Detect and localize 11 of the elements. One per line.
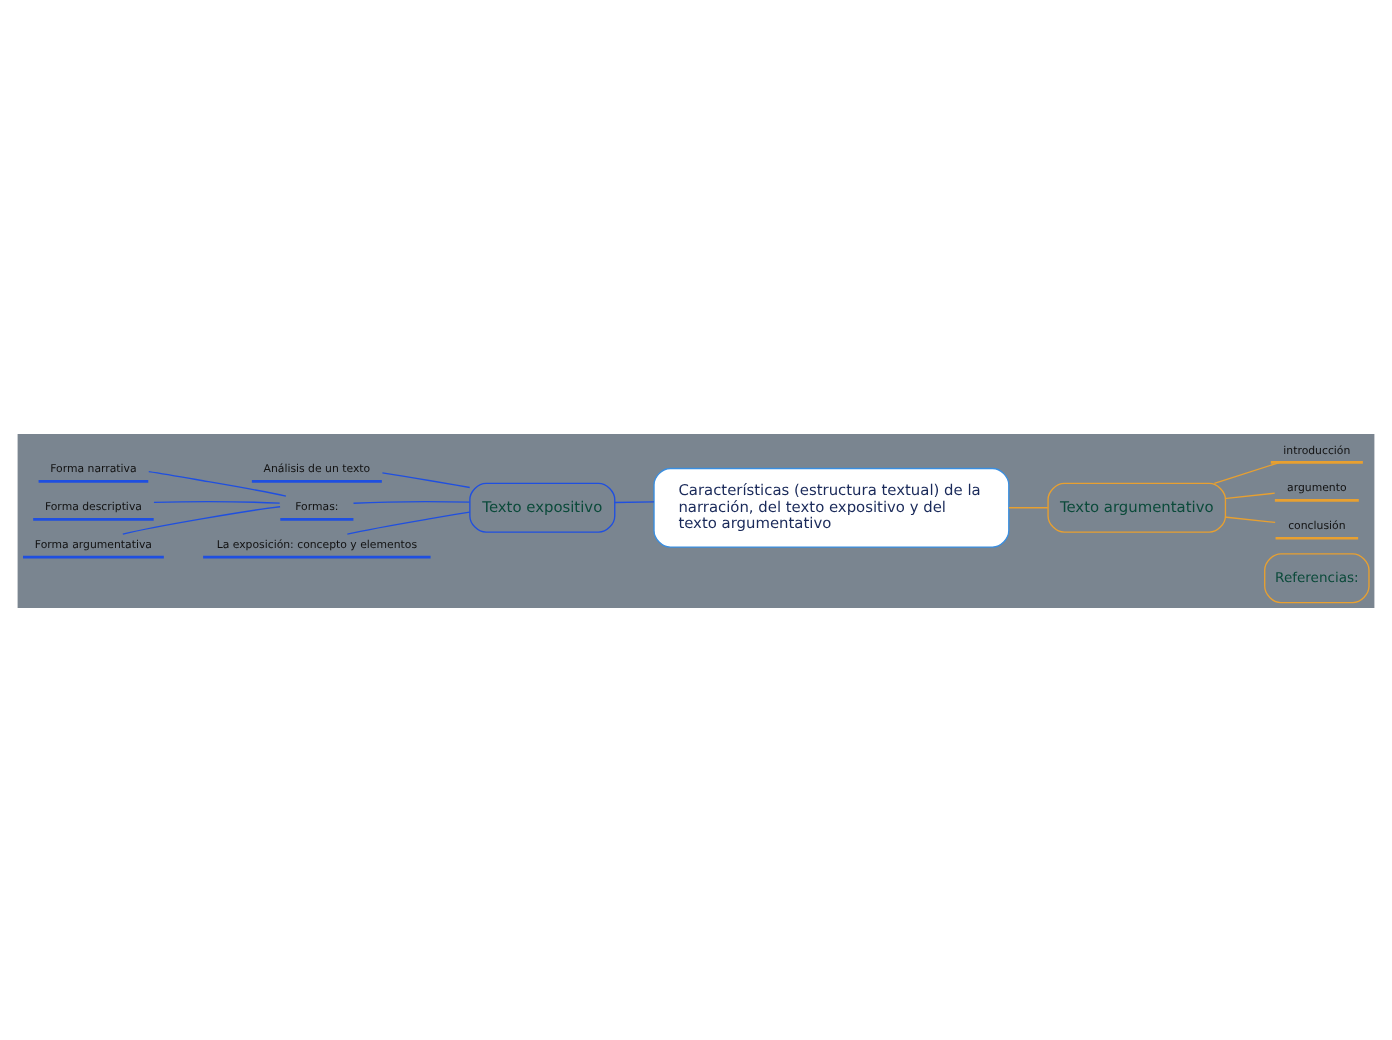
connector [381,471,471,488]
connector [614,500,655,503]
connector [122,505,281,534]
connector [1213,460,1280,483]
connector [1225,515,1276,523]
connector [153,500,281,503]
connector [148,470,287,496]
connector [1225,491,1276,499]
connector [346,510,471,534]
connector [352,500,471,503]
connector [1008,506,1049,508]
